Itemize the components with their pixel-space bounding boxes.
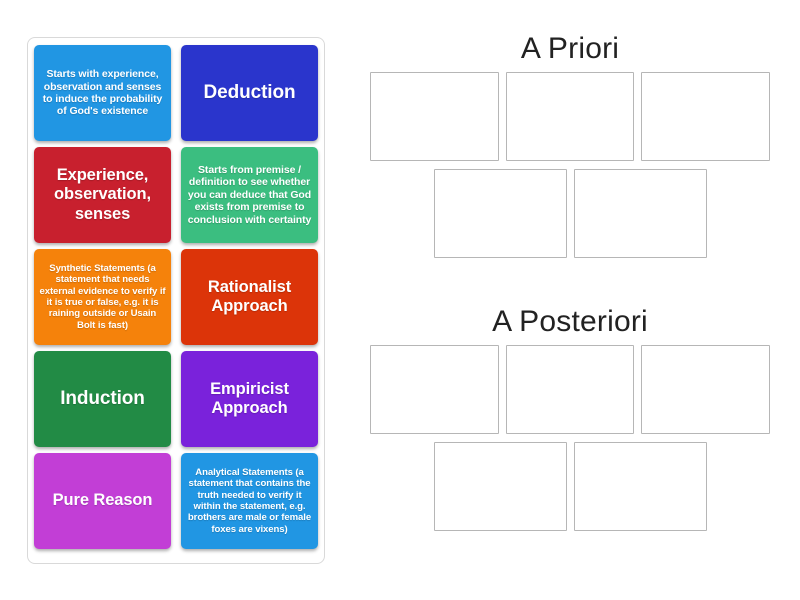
drop-zone-rows-a-priori <box>370 71 771 258</box>
draggable-tile[interactable]: Starts from premise / definition to see … <box>181 147 318 243</box>
drop-zone[interactable] <box>370 71 499 161</box>
draggable-tile[interactable]: Starts with experience, observation and … <box>34 45 171 141</box>
drop-zone-row <box>370 344 771 434</box>
tile-label: Empiricist Approach <box>210 379 289 417</box>
draggable-tile[interactable]: Analytical Statements (a statement that … <box>181 453 318 549</box>
drop-zone-row <box>370 441 770 531</box>
group-title-a-priori: A Priori <box>520 32 620 65</box>
drop-zone[interactable] <box>641 71 771 161</box>
tile-label: Induction <box>60 387 145 409</box>
draggable-tile[interactable]: Deduction <box>181 45 318 141</box>
tile-label: Analytical Statements (a statement that … <box>187 467 312 535</box>
drop-zone[interactable] <box>505 344 635 434</box>
draggable-tile[interactable]: Induction <box>34 351 171 447</box>
tile-label: Deduction <box>203 81 296 103</box>
tile-label: Experience, observation, senses <box>54 165 151 223</box>
drop-zone-row <box>370 71 771 161</box>
group-title-a-posteriori: A Posteriori <box>492 305 648 338</box>
tile-label: Pure Reason <box>52 491 153 510</box>
draggable-tile[interactable]: Empiricist Approach <box>181 351 318 447</box>
tile-label: Synthetic Statements (a statement that n… <box>39 263 166 331</box>
tile-grid: Starts with experience, observation and … <box>34 45 318 549</box>
drop-zone[interactable] <box>573 168 707 258</box>
draggable-tile[interactable]: Synthetic Statements (a statement that n… <box>34 249 171 345</box>
draggable-tiles-tray: Starts with experience, observation and … <box>27 37 325 564</box>
drop-zone[interactable] <box>505 71 635 161</box>
drop-zone[interactable] <box>370 344 499 434</box>
drop-zone[interactable] <box>433 441 567 531</box>
drop-zone-row <box>370 168 770 258</box>
tile-label: Starts with experience, observation and … <box>42 68 163 118</box>
draggable-tile[interactable]: Pure Reason <box>34 453 171 549</box>
drop-zone[interactable] <box>573 441 707 531</box>
drop-zone[interactable] <box>433 168 567 258</box>
draggable-tile[interactable]: Experience, observation, senses <box>34 147 171 243</box>
tile-label: Rationalist Approach <box>207 277 292 315</box>
drop-zone[interactable] <box>641 344 771 434</box>
tile-label: Starts from premise / definition to see … <box>187 164 312 226</box>
group-a-priori: A Priori <box>350 30 790 266</box>
drop-zone-rows-a-posteriori <box>370 344 771 531</box>
group-a-posteriori: A Posteriori <box>350 303 790 539</box>
draggable-tile[interactable]: Rationalist Approach <box>181 249 318 345</box>
